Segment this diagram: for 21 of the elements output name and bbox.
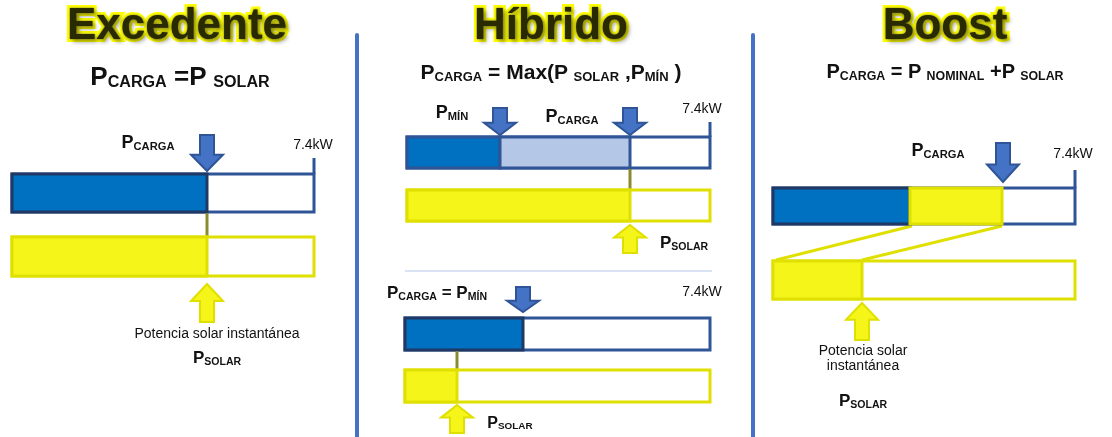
power-label: P$_{SOLAR}$: [837, 392, 889, 411]
panel-title: Excedente: [65, 0, 289, 49]
power-label: P$_{SOLAR}$: [191, 349, 243, 368]
caption: Potencia solar instantánea: [817, 343, 909, 374]
max-power-label: 7.4kW: [681, 101, 723, 117]
panel-title: Boost: [881, 0, 1009, 49]
max-power-label: 7.4kW: [292, 137, 334, 153]
formula: P$_{CARGA}$ =P $_{SOLAR}$: [89, 62, 271, 91]
power-label: P$_{CARGA}$ = P$_{MÍN}$: [386, 284, 488, 303]
formula: P$_{CARGA}$ = Max(P $_{SOLAR}$ ,P$_{MÍN}$ ): [419, 60, 683, 84]
power-label: P$_{SOLAR}$: [486, 414, 534, 432]
power-label: P$_{CARGA}$: [910, 141, 966, 161]
max-power-label: 7.4kW: [1052, 146, 1094, 162]
power-label: P$_{CARGA}$: [544, 107, 600, 127]
power-label: P$_{CARGA}$: [120, 133, 176, 153]
caption: Potencia solar instantánea: [133, 326, 301, 342]
max-power-label: 7.4kW: [681, 284, 723, 300]
formula: P$_{CARGA}$ = P $_{NOMINAL}$ +P $_{SOLAR}$: [825, 60, 1065, 82]
power-label: P$_{MÍN}$: [434, 103, 470, 123]
power-label: P$_{SOLAR}$: [658, 234, 710, 253]
panel-title: Híbrido: [473, 0, 629, 49]
